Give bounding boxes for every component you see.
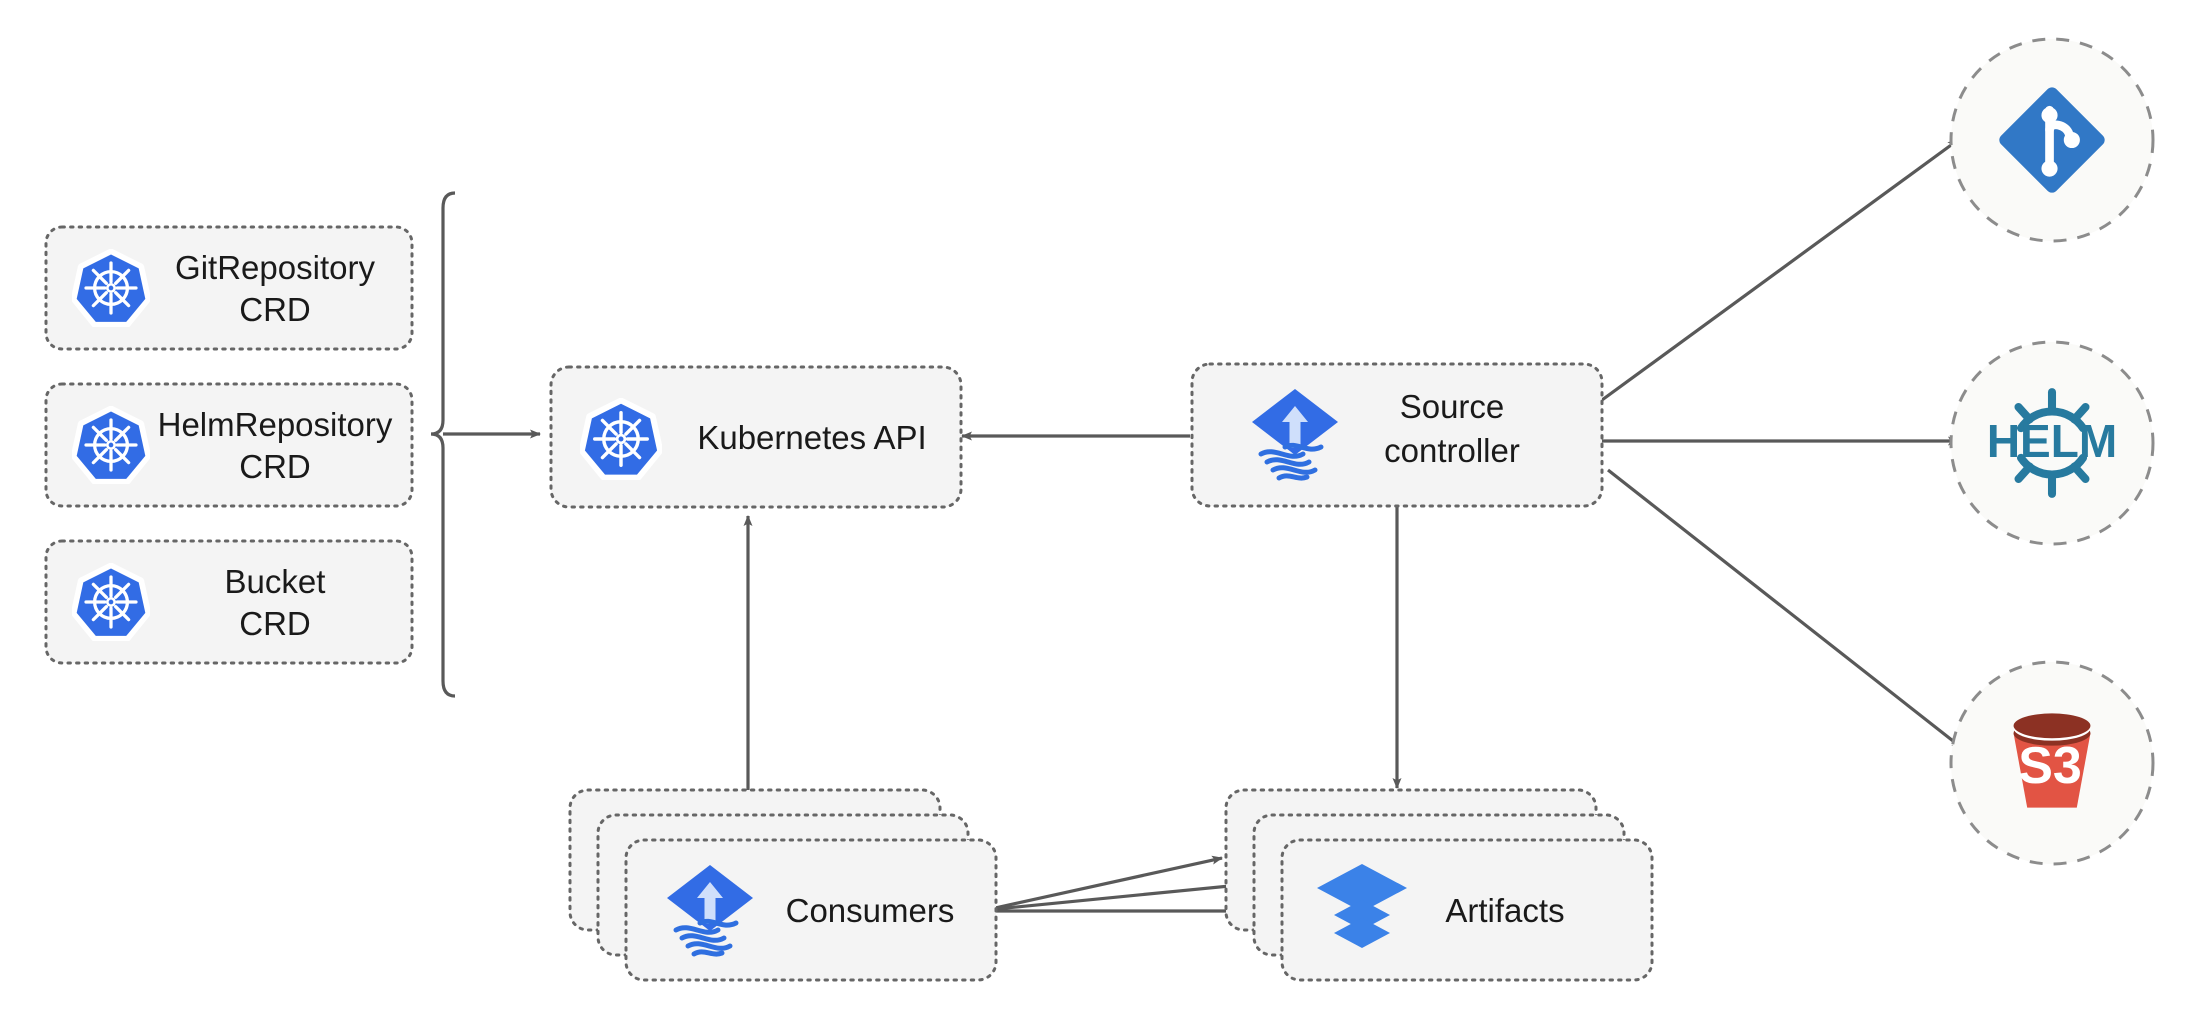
node-circle bbox=[1949, 340, 2155, 546]
node-box bbox=[549, 365, 963, 509]
crd-label-line1: Bucket bbox=[225, 563, 326, 600]
kubernetes-icon bbox=[74, 252, 147, 324]
crd-label-line2: CRD bbox=[239, 448, 311, 485]
kubernetes-icon bbox=[74, 409, 147, 481]
crd-node-bucket[interactable]: Bucket CRD bbox=[44, 539, 414, 665]
node-artifacts[interactable]: Artifacts bbox=[1224, 788, 1654, 982]
kubernetes-icon bbox=[74, 566, 147, 638]
crd-node-gitrepository[interactable]: GitRepository CRD bbox=[44, 225, 414, 351]
node-helm-repository[interactable]: HELM bbox=[1949, 340, 2155, 546]
node-s3-bucket[interactable]: S3 bbox=[1949, 660, 2155, 866]
node-consumers[interactable]: Consumers bbox=[568, 788, 998, 982]
edge-layer bbox=[430, 138, 1963, 916]
crd-label-line2: CRD bbox=[239, 291, 311, 328]
s3-wordmark: S3 bbox=[2018, 737, 2082, 795]
edge-source-controller-to-git bbox=[1601, 138, 1959, 402]
crd-node-helmrepository[interactable]: HelmRepository CRD bbox=[44, 382, 414, 508]
kubernetes-icon bbox=[582, 401, 659, 476]
source-controller-label-line2: controller bbox=[1384, 432, 1520, 469]
helm-wordmark: HELM bbox=[1987, 415, 2117, 467]
crd-group-bracket bbox=[430, 191, 456, 698]
node-source-controller[interactable]: Source controller bbox=[1190, 362, 1604, 508]
source-controller-label-line1: Source bbox=[1400, 388, 1505, 425]
edge-consumers-to-artifacts-1 bbox=[985, 855, 1223, 912]
edge-source-controller-to-s3 bbox=[1607, 468, 1963, 750]
crd-label-line1: HelmRepository bbox=[158, 406, 393, 443]
consumers-label: Consumers bbox=[786, 892, 955, 929]
node-box bbox=[44, 225, 414, 351]
edge-consumers-to-artifacts-2 bbox=[985, 880, 1251, 912]
kubernetes-api-label: Kubernetes API bbox=[697, 419, 926, 456]
crd-label-line1: GitRepository bbox=[175, 249, 375, 286]
artifacts-label: Artifacts bbox=[1445, 892, 1564, 929]
crd-label-line2: CRD bbox=[239, 605, 311, 642]
node-kubernetes-api[interactable]: Kubernetes API bbox=[549, 365, 963, 509]
node-git-source[interactable] bbox=[1949, 37, 2155, 243]
node-box bbox=[44, 539, 414, 665]
node-box bbox=[44, 382, 414, 508]
